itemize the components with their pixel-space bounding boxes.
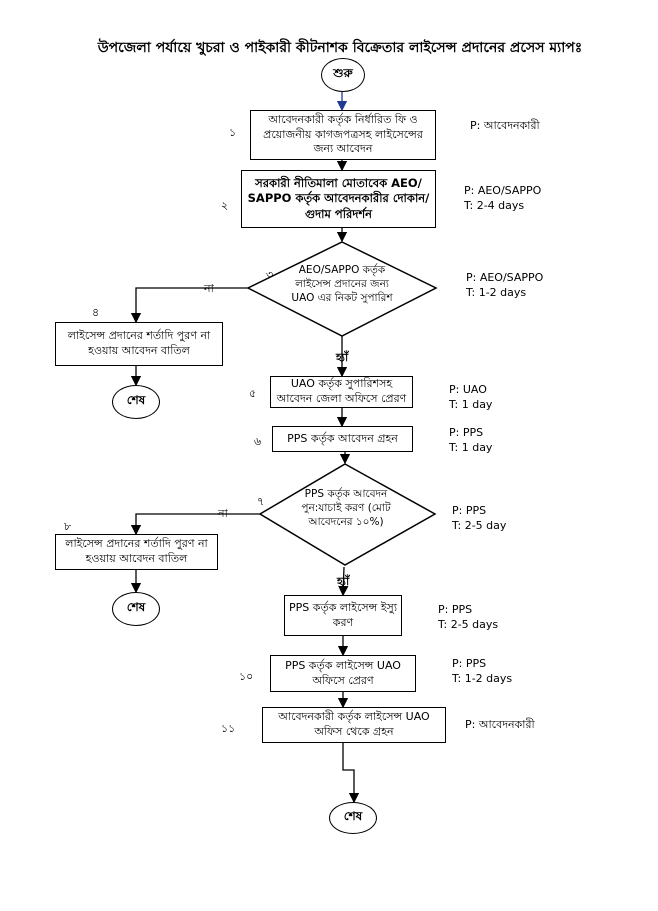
step-6-performer: P: PPS: [449, 426, 484, 439]
step-7-performer: P: PPS: [452, 504, 487, 517]
step-11-text: আবেদনকারী কর্তৃক লাইসেন্স UAO অফিস থেকে …: [278, 710, 430, 738]
step-5-performer: P: UAO: [449, 383, 487, 396]
step-6-text: PPS কর্তৃক আবেদন গ্রহন: [287, 431, 398, 445]
step-10-note: P: PPS T: 1-2 days: [452, 656, 512, 687]
step-1-number: ১: [229, 126, 237, 139]
step-6-time: T: 1 day: [449, 441, 493, 455]
step-2-text: সরকারী নীতিমালা মোতাবেক AEO/ SAPPO কর্তৃ…: [247, 175, 430, 221]
step-6-box: PPS কর্তৃক আবেদন গ্রহন: [272, 426, 413, 452]
arrow-step11-to-end: [342, 743, 360, 804]
step-2-note: P: AEO/SAPPO T: 2-4 days: [464, 183, 541, 214]
step-9-text: PPS কর্তৃক লাইসেন্স ইস্যু করণ: [289, 600, 398, 629]
end-label-1: শেষ: [126, 393, 146, 407]
start-label: শুরু: [333, 66, 353, 80]
step-7-text: PPS কর্তৃক আবেদন পুন:যাচাই করণ (মোট আবেদ…: [301, 488, 391, 529]
step-2-performer: P: AEO/SAPPO: [464, 184, 542, 197]
step-11-box: আবেদনকারী কর্তৃক লাইসেন্স UAO অফিস থেকে …: [262, 707, 446, 743]
step-11-note: P: আবেদনকারী: [465, 717, 535, 732]
step-4-text: লাইসেন্স প্রদানের শর্তাদি পুরণ না হওয়ায…: [67, 329, 211, 357]
step-9-box: PPS কর্তৃক লাইসেন্স ইস্যু করণ: [284, 595, 402, 636]
step-9-time: T: 2-5 days: [438, 618, 499, 632]
step-11-performer: P: আবেদনকারী: [465, 718, 535, 731]
arrow-step7-yes: [338, 566, 349, 597]
step-1-performer: P: আবেদনকারী: [470, 119, 540, 132]
step-6-number: ৬: [254, 435, 262, 448]
step-10-performer: P: PPS: [452, 657, 487, 670]
step-3-performer: P: AEO/SAPPO: [466, 271, 544, 284]
end-terminal-3: শেষ: [329, 802, 377, 834]
end-terminal-1: শেষ: [112, 385, 160, 419]
step-7-number: ৭: [257, 495, 265, 508]
step-2-number: ২: [221, 199, 229, 212]
step-3-number: ৩: [266, 268, 274, 281]
step-3-note: P: AEO/SAPPO T: 1-2 days: [466, 270, 543, 301]
step-10-box: PPS কর্তৃক লাইসেন্স UAO অফিসে প্রেরণ: [270, 655, 416, 692]
step-7-yes-label: হ্যাঁ: [337, 575, 350, 588]
step-8-number: ৮: [64, 520, 72, 533]
start-terminal: শুরু: [321, 58, 365, 92]
end-label-2: শেষ: [126, 600, 146, 614]
step-4-number: ৪: [92, 306, 100, 319]
end-label-3: শেষ: [343, 809, 363, 823]
step-8-text: লাইসেন্স প্রদানের শর্তাদি পুরণ না হওয়ায…: [65, 537, 208, 565]
step-5-number: ৫: [249, 387, 257, 400]
step-11-number: ১১: [221, 722, 236, 735]
step-3-yes-label: হ্যাঁ: [336, 351, 349, 364]
step-5-text: UAO কর্তৃক সুপারিশসহ আবেদন জেলা অফিসে প্…: [276, 377, 407, 405]
step-1-box: আবেদনকারী কর্তৃক নির্ধারিত ফি ও প্রয়োজন…: [250, 110, 436, 160]
decision-7-diamond: [258, 463, 437, 566]
step-10-number: ১০: [239, 670, 254, 683]
step-4-box: লাইসেন্স প্রদানের শর্তাদি পুরণ না হওয়ায…: [55, 322, 223, 366]
step-2-time: T: 2-4 days: [464, 199, 525, 213]
step-10-time: T: 1-2 days: [452, 672, 513, 686]
step-7-time: T: 2-5 day: [452, 519, 507, 533]
step-3-text: AEO/SAPPO কর্তৃক লাইসেন্স প্রদানের জন্য …: [291, 264, 393, 305]
step-7-no-label: না: [218, 507, 228, 520]
arrow-step7-no: [130, 513, 260, 536]
step-7-note: P: PPS T: 2-5 day: [452, 503, 506, 534]
step-10-text: PPS কর্তৃক লাইসেন্স UAO অফিসে প্রেরণ: [285, 658, 401, 687]
step-1-text: আবেদনকারী কর্তৃক নির্ধারিত ফি ও প্রয়োজন…: [263, 112, 423, 156]
step-8-box: লাইসেন্স প্রদানের শর্তাদি পুরণ না হওয়ায…: [55, 534, 218, 570]
step-3-time: T: 1-2 days: [466, 286, 527, 300]
step-9-note: P: PPS T: 2-5 days: [438, 602, 498, 633]
step-1-note: P: আবেদনকারী: [470, 118, 540, 133]
step-6-note: P: PPS T: 1 day: [449, 425, 492, 456]
step-3-no-label: না: [204, 282, 214, 295]
step-5-note: P: UAO T: 1 day: [449, 382, 492, 413]
step-2-box: সরকারী নীতিমালা মোতাবেক AEO/ SAPPO কর্তৃ…: [241, 170, 436, 228]
step-5-box: UAO কর্তৃক সুপারিশসহ আবেদন জেলা অফিসে প্…: [270, 376, 413, 408]
step-9-performer: P: PPS: [438, 603, 473, 616]
arrow-step3-no: [130, 287, 248, 324]
page-title: উপজেলা পর্যায়ে খুচরা ও পাইকারী কীটনাশক …: [97, 40, 583, 56]
step-5-time: T: 1 day: [449, 398, 493, 412]
end-terminal-2: শেষ: [112, 592, 160, 626]
